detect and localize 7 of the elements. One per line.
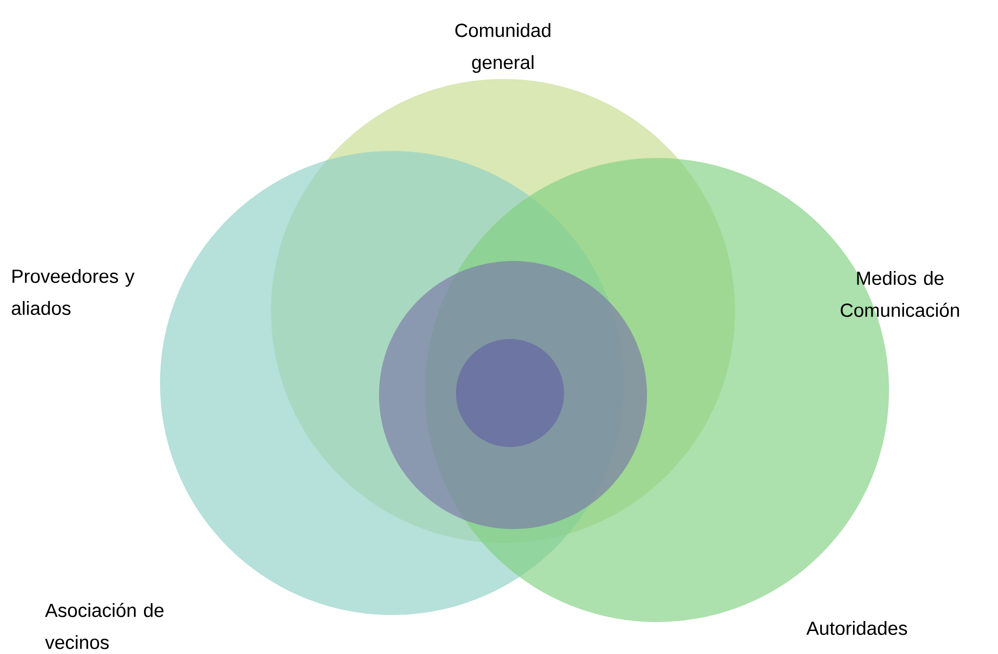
circle-label: Asociación de vecinos	[45, 602, 164, 650]
circle-label: Proveedores y aliados	[12, 269, 134, 315]
circle-label: Medios de Comunicación	[840, 271, 959, 317]
circle-label: Autoridades	[806, 621, 907, 635]
circle-label: Comunidad general	[455, 23, 550, 73]
venn-circle	[379, 261, 647, 529]
venn-circle	[456, 339, 564, 447]
